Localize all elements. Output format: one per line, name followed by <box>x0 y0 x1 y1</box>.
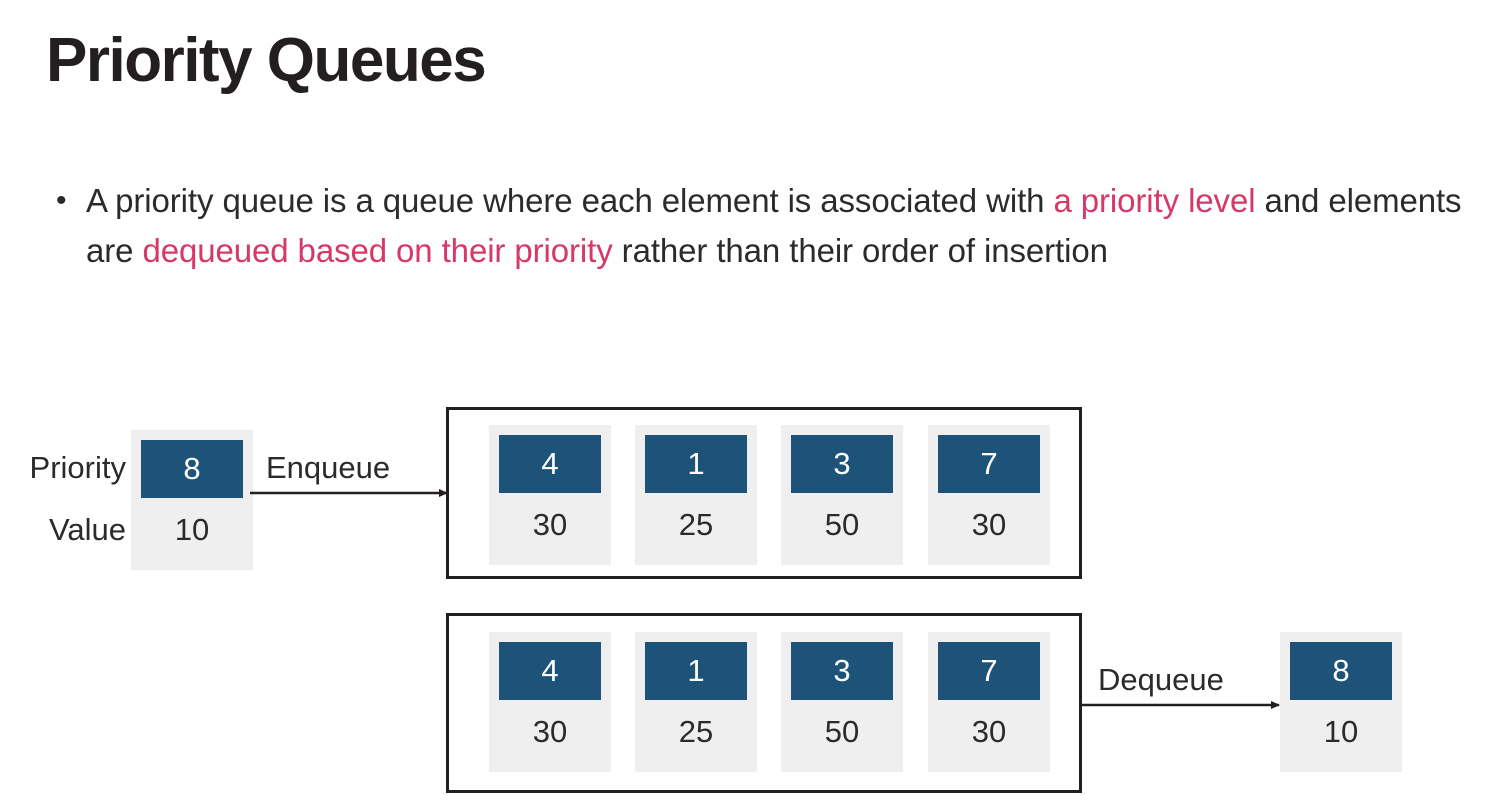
queue-bottom-node-2-value: 50 <box>824 714 860 749</box>
queue-bottom-node-1: 1 25 <box>635 632 757 772</box>
queue-bottom-node-0-priority: 4 <box>499 642 601 700</box>
queue-bottom-node-3-priority: 7 <box>938 642 1040 700</box>
bullet-segment-0: A priority queue is a queue where each e… <box>86 182 1054 219</box>
value-row-label: Value <box>49 512 126 547</box>
queue-container-top <box>446 407 1082 579</box>
queue-top-node-3: 7 30 <box>928 425 1050 565</box>
incoming-node-value: 10 <box>174 512 210 547</box>
incoming-node-priority: 8 <box>141 440 243 498</box>
dequeue-label: Dequeue <box>1098 662 1224 697</box>
queue-container-bottom <box>446 613 1082 793</box>
outgoing-node-value: 10 <box>1323 714 1359 749</box>
queue-bottom-node-3: 7 30 <box>928 632 1050 772</box>
incoming-node: 8 10 <box>131 430 253 570</box>
queue-top-node-0: 4 30 <box>489 425 611 565</box>
queue-top-node-0-priority: 4 <box>499 435 601 493</box>
queue-bottom-node-0: 4 30 <box>489 632 611 772</box>
priority-row-label: Priority <box>29 450 126 485</box>
page-title: Priority Queues <box>46 26 487 95</box>
queue-top-node-3-value: 30 <box>971 507 1007 542</box>
bullet-segment-1-highlight: a priority level <box>1053 182 1256 219</box>
queue-top-node-2-priority: 3 <box>791 435 893 493</box>
queue-bottom-node-2: 3 50 <box>781 632 903 772</box>
bullet-segment-3-highlight: dequeued based on their priority <box>142 232 613 269</box>
queue-bottom-node-1-priority: 1 <box>645 642 747 700</box>
queue-bottom-node-1-value: 25 <box>678 714 714 749</box>
queue-bottom-node-0-value: 30 <box>532 714 568 749</box>
queue-top-node-2: 3 50 <box>781 425 903 565</box>
bullet-list: • A priority queue is a queue where each… <box>50 176 1480 276</box>
outgoing-node-priority: 8 <box>1290 642 1392 700</box>
outgoing-node: 8 10 <box>1280 632 1402 772</box>
queue-top-node-3-priority: 7 <box>938 435 1040 493</box>
enqueue-label: Enqueue <box>266 450 391 485</box>
queue-top-node-1-priority: 1 <box>645 435 747 493</box>
queue-top-node-1-value: 25 <box>678 507 714 542</box>
queue-top-node-1: 1 25 <box>635 425 757 565</box>
bullet-marker-icon: • <box>56 184 67 217</box>
queue-top-node-0-value: 30 <box>532 507 568 542</box>
bullet-item-text: A priority queue is a queue where each e… <box>86 176 1480 276</box>
queue-bottom-node-2-priority: 3 <box>791 642 893 700</box>
bullet-segment-2: and elements are <box>86 182 1462 269</box>
bullet-segment-4: rather than their order of insertion <box>612 232 1108 269</box>
queue-top-node-2-value: 50 <box>824 507 860 542</box>
queue-bottom-node-3-value: 30 <box>971 714 1007 749</box>
